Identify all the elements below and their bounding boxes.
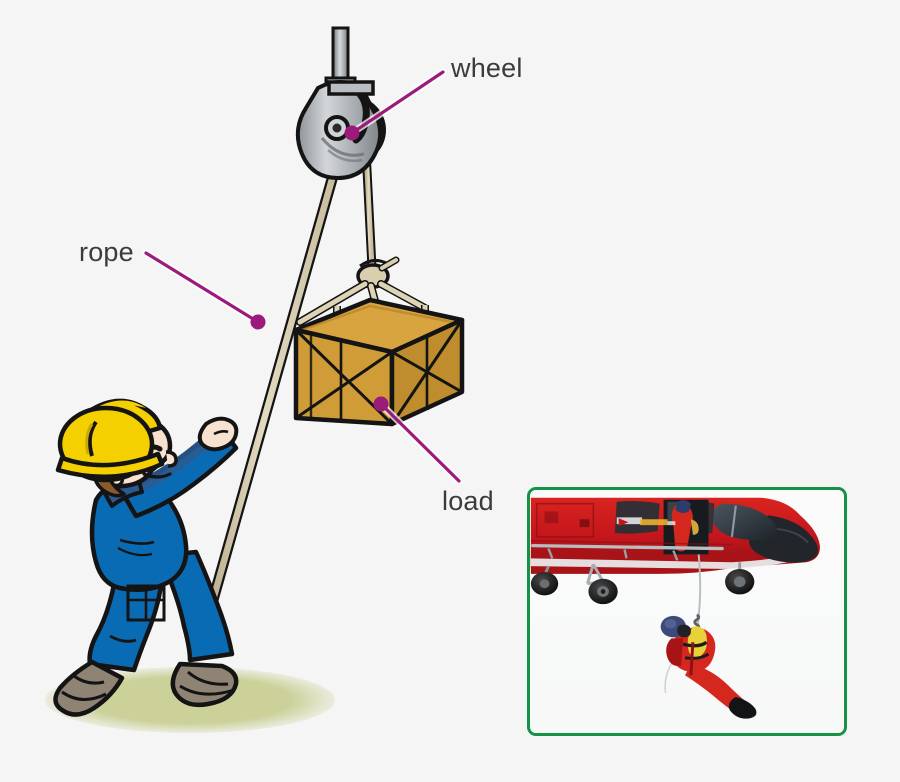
rescuer (660, 615, 757, 719)
label-rope: rope (79, 237, 134, 267)
helicopter (530, 497, 820, 605)
label-load: load (442, 486, 494, 516)
wooden-crate (293, 297, 465, 427)
rope-pull-line (207, 152, 344, 606)
helicopter-photo (530, 490, 844, 733)
landing-gear-main (586, 563, 618, 605)
landing-gear-right (725, 562, 755, 595)
leader-wheel (344, 68, 447, 141)
leader-rope (142, 249, 266, 330)
helicopter-photo-inset (527, 487, 847, 736)
pulley-block (295, 80, 386, 181)
construction-worker (53, 398, 239, 717)
leader-lines (142, 68, 463, 485)
leader-load (373, 396, 463, 485)
landing-gear-left (530, 565, 559, 596)
label-wheel: wheel (451, 53, 523, 83)
hoist-rope (361, 145, 377, 273)
